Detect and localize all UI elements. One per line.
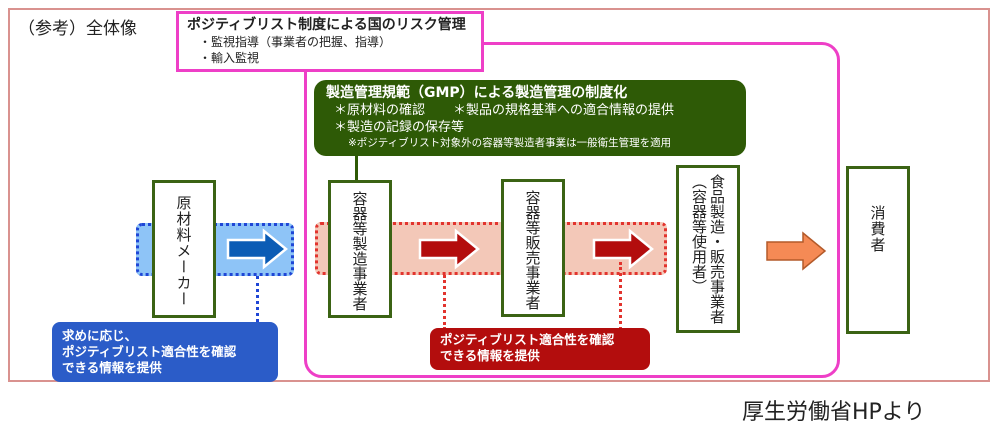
- actor-label-sub: （容器等使用者）: [690, 174, 708, 294]
- risk-management-scope: [304, 42, 840, 378]
- actor-consumer: 消費者: [846, 166, 910, 334]
- info-line: できる情報を提供: [440, 348, 540, 363]
- actor-food-business: 食品製造・販売事業者 （容器等使用者）: [676, 165, 740, 333]
- red-dotted-connector: [443, 275, 446, 330]
- actor-label-group: 食品製造・販売事業者 （容器等使用者）: [690, 168, 726, 330]
- info-line: ポジティブリスト適合性を確認: [440, 332, 615, 347]
- blue-arrow-shape: [226, 228, 288, 270]
- actor-raw-material-maker: 原材料メーカー: [152, 180, 216, 318]
- actor-label: 容器等販売事業者: [523, 190, 542, 310]
- gmp-item-row: ＊原材料の確認 ＊製品の規格基準への適合情報の提供: [326, 102, 734, 119]
- gmp-note: ※ポジティブリスト対象外の容器等製造者事業は一般衛生管理を適用: [348, 137, 672, 149]
- gmp-connector-line: [355, 156, 358, 180]
- risk-management-title: ポジティブリスト制度による国のリスク管理: [187, 17, 466, 33]
- raw-material-info-box: 求めに応じ、 ポジティブリスト適合性を確認 できる情報を提供: [52, 322, 278, 382]
- gmp-item: ＊製品の規格基準への適合情報の提供: [453, 103, 675, 118]
- red-arrow-icon: [418, 228, 480, 270]
- actor-container-manufacturer: 容器等製造事業者: [328, 180, 392, 318]
- gmp-item: ＊製造の記録の保存等: [334, 120, 465, 135]
- blue-dotted-connector: [256, 276, 259, 322]
- info-line: 求めに応じ、: [62, 328, 138, 343]
- gmp-title: 製造管理規範（GMP）による製造管理の制度化: [326, 85, 628, 101]
- actor-label: 食品製造・販売事業者: [708, 174, 726, 324]
- blue-arrow-icon: [226, 228, 288, 270]
- info-line: ポジティブリスト適合性を確認: [62, 344, 237, 359]
- orange-arrow-shape: [766, 231, 827, 271]
- gmp-item: ＊原材料の確認: [334, 103, 426, 118]
- source-label: 厚生労働省HPより: [742, 400, 926, 425]
- red-arrow-shape: [418, 228, 480, 270]
- actor-label: 原材料メーカー: [174, 195, 193, 307]
- overview-title: （参考）全体像: [18, 19, 137, 39]
- orange-arrow-icon: [766, 231, 827, 271]
- risk-management-box: ポジティブリスト制度による国のリスク管理 ・監視指導（事業者の把握、指導） ・輸…: [176, 11, 484, 72]
- red-arrow-shape: [592, 228, 654, 270]
- container-info-box: ポジティブリスト適合性を確認 できる情報を提供: [430, 328, 650, 370]
- gmp-box: 製造管理規範（GMP）による製造管理の制度化 ＊原材料の確認 ＊製品の規格基準への…: [314, 80, 746, 156]
- risk-management-item: ・監視指導（事業者の把握、指導）: [199, 35, 392, 49]
- actor-label: 消費者: [868, 205, 887, 253]
- risk-management-item: ・輸入監視: [199, 51, 260, 65]
- red-arrow-icon: [592, 228, 654, 270]
- actor-label: 容器等製造事業者: [350, 191, 369, 311]
- overview-frame: [8, 8, 990, 382]
- info-line: できる情報を提供: [62, 360, 162, 375]
- actor-container-seller: 容器等販売事業者: [501, 179, 565, 317]
- red-dotted-connector: [619, 262, 622, 330]
